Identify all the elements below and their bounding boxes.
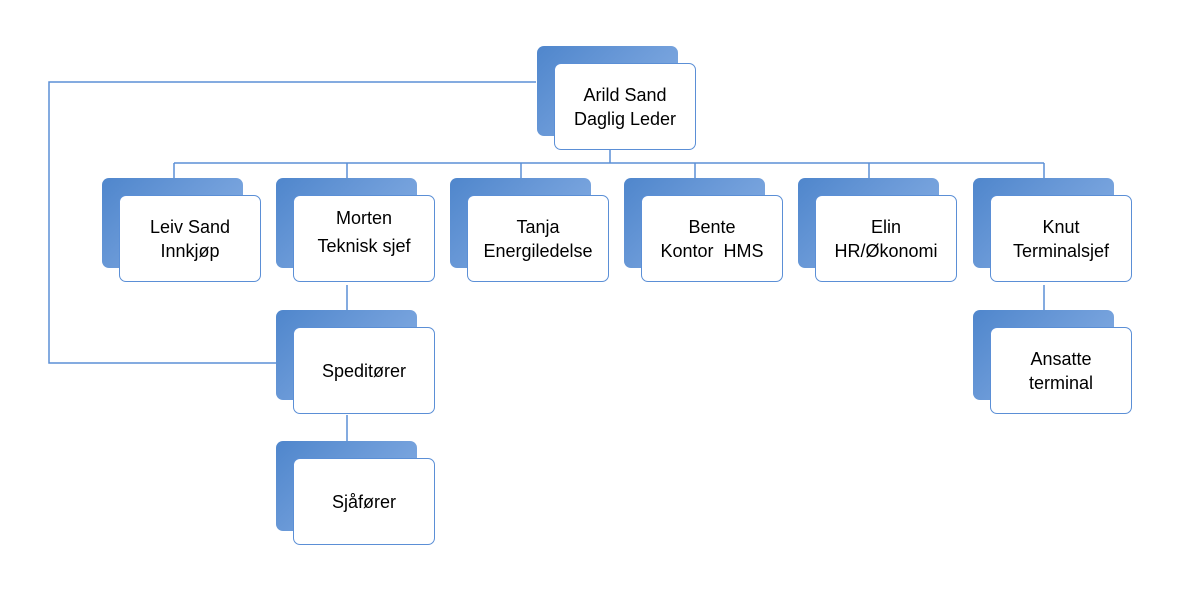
node-role: Daglig Leder: [573, 108, 677, 129]
node-box: Speditører: [293, 327, 435, 414]
node-name: Bente: [688, 216, 736, 237]
node-role: Terminalsjef: [1012, 240, 1110, 261]
node-box: Morten Teknisk sjef: [293, 195, 435, 282]
node-name: Tanja: [516, 216, 560, 237]
node-name: Leiv Sand: [149, 216, 231, 237]
connector-top-speditorer: [48, 81, 536, 364]
node-box: Knut Terminalsjef: [990, 195, 1132, 282]
node-role: Innkjøp: [160, 240, 220, 261]
node-box: Sjåfører: [293, 458, 435, 545]
node-name: Arild Sand: [583, 84, 667, 105]
node-box: Tanja Energiledelse: [467, 195, 609, 282]
node-role: HR/Økonomi: [834, 240, 938, 261]
node-role: Energiledelse: [483, 240, 593, 261]
node-box: Leiv Sand Innkjøp: [119, 195, 261, 282]
node-role: Kontor HMS: [660, 240, 764, 261]
node-role: Teknisk sjef: [317, 236, 411, 256]
node-box: Bente Kontor HMS: [641, 195, 783, 282]
node-box: Elin HR/Økonomi: [815, 195, 957, 282]
node-name: Knut: [1042, 216, 1080, 237]
node-label-line1: Ansatte: [1030, 348, 1092, 369]
node-box: Ansatte terminal: [990, 327, 1132, 414]
node-label: Speditører: [321, 360, 407, 381]
node-box: Arild Sand Daglig Leder: [554, 63, 696, 150]
node-label-line2: terminal: [1028, 372, 1094, 393]
node-name: Elin: [870, 216, 901, 237]
node-name: Morten: [335, 208, 393, 228]
node-label: Sjåfører: [331, 491, 396, 512]
